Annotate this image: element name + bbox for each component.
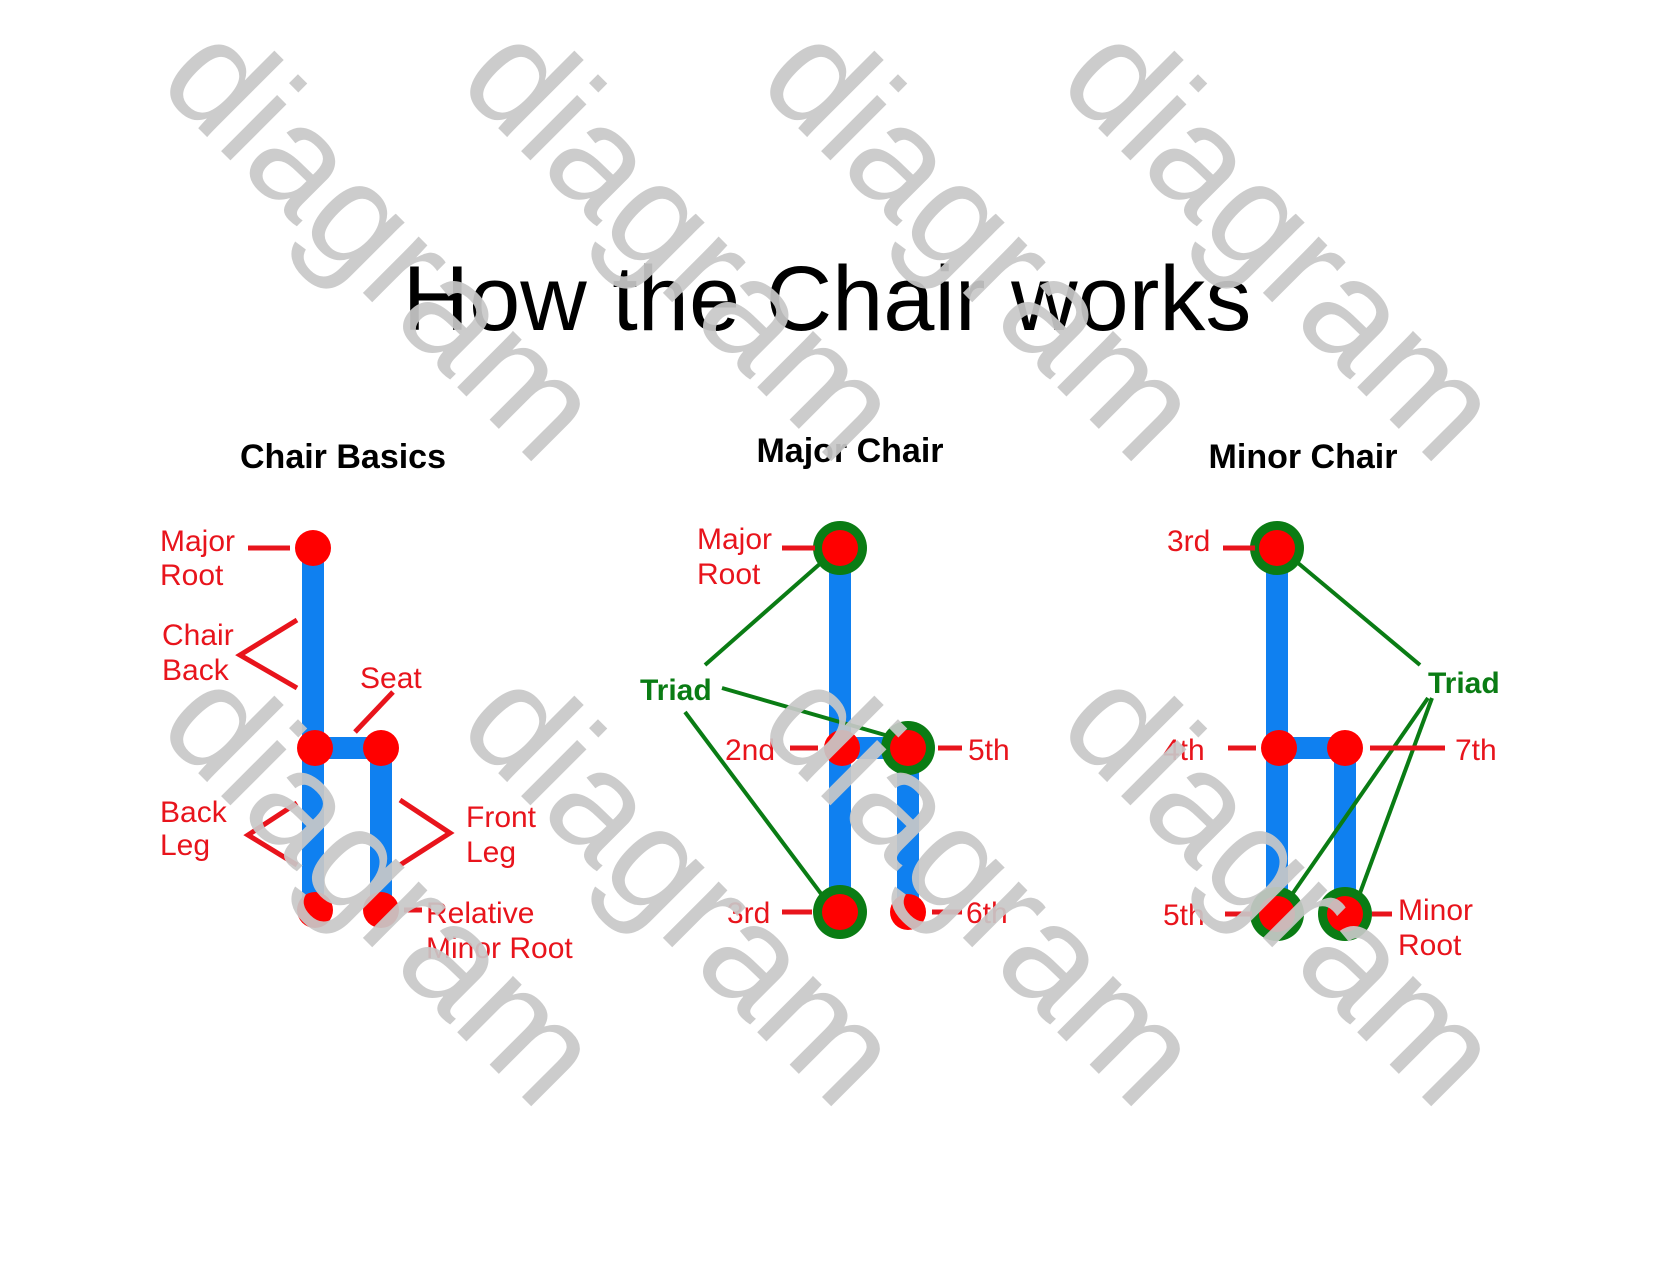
leader-lines-basics: [235, 545, 455, 913]
panel-heading-minor: Minor Chair: [1209, 438, 1398, 476]
label-third: 3rd: [727, 897, 770, 930]
note-seventh: [1327, 730, 1363, 766]
note-major-root: [295, 530, 331, 566]
label-chair-back-line1: Chair: [162, 619, 234, 652]
note-fourth: [1261, 730, 1297, 766]
label-major-root-line1: Major: [697, 523, 772, 556]
note-third: [1259, 530, 1295, 566]
note-fifth: [1259, 896, 1295, 932]
leader-lines-minor: [1223, 545, 1445, 917]
label-fifth: 5th: [968, 734, 1010, 767]
label-seventh: 7th: [1455, 734, 1497, 767]
label-second: 2nd: [725, 734, 775, 767]
note-second: [824, 730, 860, 766]
label-third: 3rd: [1167, 525, 1210, 558]
note-major-root: [822, 530, 858, 566]
triad-connectors-major: [683, 560, 886, 897]
label-back-leg-line2: Leg: [160, 829, 210, 862]
label-relative-minor-line2: Minor Root: [426, 932, 573, 965]
note-minor-root: [1327, 896, 1363, 932]
label-chair-back-line2: Back: [162, 654, 230, 687]
note-relative-minor-root: [363, 892, 399, 928]
page-title: How the Chair works: [403, 248, 1252, 350]
note-seat-front: [363, 730, 399, 766]
leader-lines-major: [782, 545, 962, 915]
panel-heading-major: Major Chair: [756, 432, 943, 470]
label-minor-root-line1: Minor: [1398, 894, 1473, 927]
note-sixth: [890, 894, 926, 930]
panel-minor-chair: Minor Chair 3rd Triad 4th 7th: [1163, 438, 1500, 962]
label-back-leg-line1: Back: [160, 796, 228, 829]
label-major-root-line2: Root: [697, 558, 761, 591]
label-major-root-line1: Major: [160, 525, 235, 558]
label-major-root-line2: Root: [160, 559, 224, 592]
panel-heading-basics: Chair Basics: [240, 438, 446, 476]
label-triad: Triad: [1428, 667, 1500, 700]
label-fifth: 5th: [1163, 899, 1205, 932]
label-seat: Seat: [360, 662, 422, 695]
note-seat-back: [297, 730, 333, 766]
note-fifth: [890, 730, 926, 766]
label-relative-minor-line1: Relative: [426, 897, 534, 930]
label-sixth: 6th: [966, 897, 1008, 930]
triad-connectors-minor: [1291, 561, 1434, 895]
panel-chair-basics: Chair Basics Major Root Chair Back Seat …: [160, 438, 573, 965]
label-front-leg-line2: Leg: [466, 836, 516, 869]
note-third: [822, 894, 858, 930]
label-fourth: 4th: [1163, 734, 1205, 767]
panel-major-chair: Major Chair Major Root: [640, 432, 1010, 939]
label-front-leg-line1: Front: [466, 801, 537, 834]
label-minor-root-line2: Root: [1398, 929, 1462, 962]
label-triad: Triad: [640, 674, 712, 707]
note-back-leg: [297, 892, 333, 928]
